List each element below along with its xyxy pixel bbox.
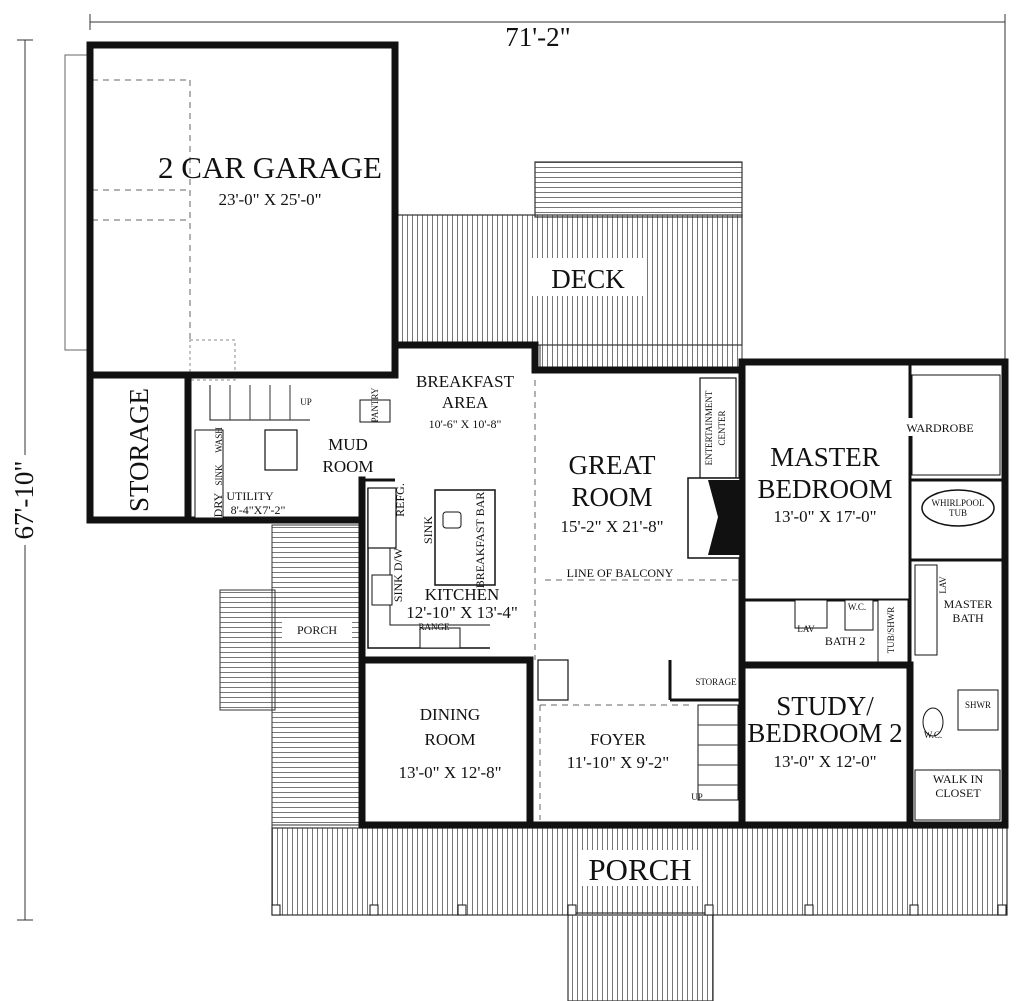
range-label: RANGE bbox=[419, 622, 451, 632]
dining-line1: DINING bbox=[420, 705, 480, 724]
master-bedroom-line2: BEDROOM bbox=[757, 474, 892, 504]
study-line2: BEDROOM 2 bbox=[747, 718, 902, 748]
front-porch bbox=[271, 827, 1008, 1001]
great-room-line2: ROOM bbox=[571, 482, 652, 512]
entertainment-line2: CENTER bbox=[717, 411, 727, 446]
master-bedroom-size: 13'-0" X 17'-0" bbox=[773, 507, 876, 526]
garage-name: 2 CAR GARAGE bbox=[158, 150, 382, 185]
bath2-lav: LAV bbox=[797, 624, 815, 634]
foyer-up-label: UP bbox=[691, 792, 703, 802]
breakfast-line1: BREAKFAST bbox=[416, 372, 515, 391]
mud-room-line2: ROOM bbox=[322, 457, 373, 476]
overall-depth-label: 67'-10" bbox=[9, 461, 39, 540]
refg-label: REFG. bbox=[393, 483, 407, 517]
foyer-size: 11'-10" X 9'-2" bbox=[567, 753, 669, 772]
utility-name: UTILITY bbox=[226, 489, 274, 503]
up-label-mud: UP bbox=[300, 397, 312, 407]
master-bath-line2: BATH bbox=[952, 611, 984, 625]
master-bath-line1: MASTER bbox=[944, 597, 993, 611]
bath2-fixtures bbox=[794, 599, 909, 663]
pantry-label: PANTRY bbox=[370, 387, 380, 422]
entertainment-center bbox=[687, 377, 741, 559]
utility-fixtures bbox=[194, 385, 391, 519]
utility-size: 8'-4"X7'-2" bbox=[231, 503, 286, 517]
kitchen-size: 12'-10" X 13'-4" bbox=[406, 603, 518, 622]
sink-dw-label: SINK D/W bbox=[391, 547, 405, 602]
walk-in-closet-line2: CLOSET bbox=[935, 786, 981, 800]
whirlpool-line2: TUB bbox=[949, 508, 967, 518]
bath2-name: BATH 2 bbox=[825, 634, 865, 648]
master-wc-label: W.C. bbox=[924, 730, 942, 740]
dining-size: 13'-0" X 12'-8" bbox=[398, 763, 501, 782]
garage-size: 23'-0" X 25'-0" bbox=[218, 190, 321, 209]
wash-label: WASH bbox=[214, 427, 224, 453]
deck bbox=[396, 161, 743, 371]
foyer-name: FOYER bbox=[590, 730, 646, 749]
dashed-separators bbox=[534, 380, 742, 820]
great-room-size: 15'-2" X 21'-8" bbox=[560, 517, 663, 536]
dining-line2: ROOM bbox=[424, 730, 475, 749]
whirlpool-line1: WHIRLPOOL bbox=[932, 498, 985, 508]
great-room-line1: GREAT bbox=[569, 450, 657, 480]
storage-label: STORAGE bbox=[124, 388, 154, 512]
overall-width-label: 71'-2" bbox=[505, 22, 570, 52]
master-bedroom-line1: MASTER bbox=[770, 442, 880, 472]
utility-sink-label: SINK bbox=[214, 464, 224, 486]
breakfast-bar-label: BREAKFAST BAR bbox=[473, 492, 487, 589]
foyer-storage-label: STORAGE bbox=[695, 677, 737, 687]
island-sink-label: SINK bbox=[421, 516, 435, 544]
front-porch-label: PORCH bbox=[588, 852, 691, 887]
entertainment-line1: ENTERTAINMENT bbox=[704, 390, 714, 465]
bath2-wc: W.C. bbox=[848, 602, 866, 612]
breakfast-line2: AREA bbox=[442, 393, 489, 412]
study-size: 13'-0" X 12'-0" bbox=[773, 752, 876, 771]
study-line1: STUDY/ bbox=[776, 691, 874, 721]
walls bbox=[86, 41, 1009, 829]
breakfast-size: 10'-6" X 10'-8" bbox=[429, 417, 502, 431]
side-porch-label: PORCH bbox=[297, 623, 337, 637]
kitchen-cabinets bbox=[367, 487, 496, 649]
master-lav-label: LAV bbox=[938, 576, 948, 594]
side-porch bbox=[219, 524, 363, 905]
kitchen-name: KITCHEN bbox=[425, 585, 500, 604]
foyer-stair bbox=[537, 659, 739, 801]
wardrobe-label: WARDROBE bbox=[906, 421, 973, 435]
mud-room-line1: MUD bbox=[328, 435, 368, 454]
walk-in-closet-line1: WALK IN bbox=[933, 772, 984, 786]
balcony-label: LINE OF BALCONY bbox=[567, 566, 674, 580]
master-shwr-label: SHWR bbox=[965, 700, 991, 710]
dry-label: DRY bbox=[211, 492, 225, 517]
bath2-tub: TUB/SHWR bbox=[886, 607, 896, 654]
deck-label: DECK bbox=[551, 264, 625, 294]
